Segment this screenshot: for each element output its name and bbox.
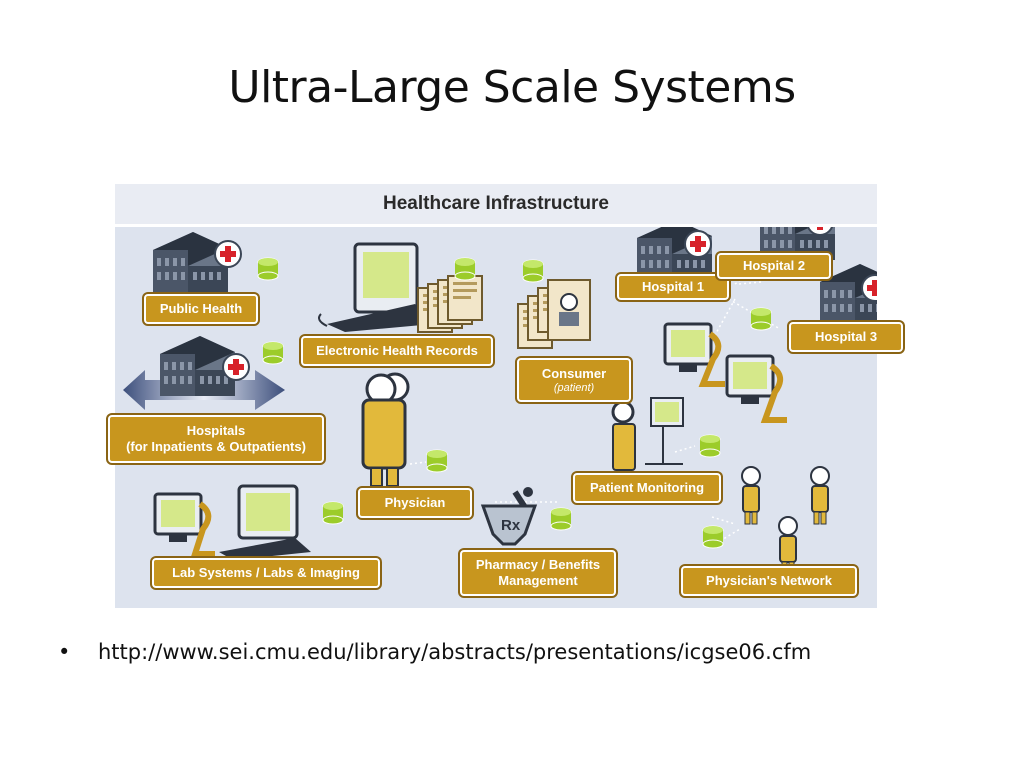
physicians-network-database-icon xyxy=(702,525,724,549)
diagram-title: Healthcare Infrastructure xyxy=(115,184,877,227)
pharmacy-label: Pharmacy / Benefits Management xyxy=(460,550,616,596)
hospital-1-building-icon xyxy=(637,220,712,280)
consumer-label-text: Consumer xyxy=(541,366,607,381)
hospital-1-label: Hospital 1 xyxy=(617,274,729,300)
physicians-network-label-text: Physician's Network xyxy=(706,573,832,588)
hospitals-sublabel-text: (for Inpatients & Outpatients) xyxy=(126,439,306,454)
hospitals-label: Hospitals (for Inpatients & Outpatients) xyxy=(108,415,324,463)
public-health-label: Public Health xyxy=(144,294,258,324)
pharmacy-label-line1: Pharmacy / Benefits xyxy=(475,557,601,572)
public-health-database-icon xyxy=(257,257,279,281)
physician-figure-icon xyxy=(361,372,410,487)
physician-label-text: Physician xyxy=(384,495,446,510)
bullet-item: • http://www.sei.cmu.edu/library/abstract… xyxy=(58,640,998,664)
hospital-1-label-text: Hospital 1 xyxy=(641,279,705,294)
pharmacy-database-icon xyxy=(550,507,572,531)
lab-computer-icon xyxy=(219,484,311,560)
rx-symbol: Rx xyxy=(501,517,521,534)
bullet-list: • http://www.sei.cmu.edu/library/abstract… xyxy=(58,640,998,664)
physician-database-icon xyxy=(426,449,448,473)
hospitals-label-text: Hospitals xyxy=(186,423,246,438)
lab-database-icon xyxy=(322,501,344,525)
consumer-database-icon xyxy=(522,259,544,283)
patient-monitoring-label: Patient Monitoring xyxy=(573,473,721,503)
lab-systems-label: Lab Systems / Labs & Imaging xyxy=(152,558,380,588)
pharmacy-rx-icon: Rx xyxy=(480,487,538,546)
slide-title: Ultra-Large Scale Systems xyxy=(228,62,796,113)
physicians-network-icon xyxy=(741,466,830,575)
patient-monitoring-label-text: Patient Monitoring xyxy=(589,480,705,495)
consumer-records-icon xyxy=(517,279,591,349)
source-link[interactable]: http://www.sei.cmu.edu/library/abstracts… xyxy=(98,640,812,664)
healthcare-diagram: Rx Healthcare Infrastructure Public Heal… xyxy=(108,184,903,608)
diagram-artwork: Rx xyxy=(123,200,877,575)
patient-monitoring-database-icon xyxy=(699,434,721,458)
physicians-network-label: Physician's Network xyxy=(681,566,857,596)
ehr-label: Electronic Health Records xyxy=(301,336,493,366)
ehr-database-icon xyxy=(454,257,476,281)
hospital-2-label: Hospital 2 xyxy=(717,253,831,279)
public-health-building-icon xyxy=(153,232,242,292)
bullet-marker: • xyxy=(58,640,71,664)
consumer-sublabel-text: (patient) xyxy=(553,382,595,394)
remote-monitor-icon-1 xyxy=(663,322,725,387)
physician-label: Physician xyxy=(358,488,472,518)
pharmacy-label-line2: Management xyxy=(498,573,578,588)
patient-monitoring-icon xyxy=(611,397,684,471)
remote-monitor-icon-2 xyxy=(725,354,787,423)
ehr-computer-icon xyxy=(318,242,433,332)
hospital-2-label-text: Hospital 2 xyxy=(742,258,806,273)
hospitals-network-database-icon xyxy=(750,307,772,331)
hospital-3-label-text: Hospital 3 xyxy=(814,329,878,344)
lab-systems-label-text: Lab Systems / Labs & Imaging xyxy=(172,565,360,580)
consumer-label: Consumer (patient) xyxy=(517,358,631,402)
hospital-3-label: Hospital 3 xyxy=(789,322,903,352)
ehr-label-text: Electronic Health Records xyxy=(316,343,478,358)
lab-monitor-icon xyxy=(153,492,215,557)
ehr-documents-icon xyxy=(417,275,483,333)
hospitals-database-icon xyxy=(262,341,284,365)
public-health-label-text: Public Health xyxy=(159,301,243,316)
